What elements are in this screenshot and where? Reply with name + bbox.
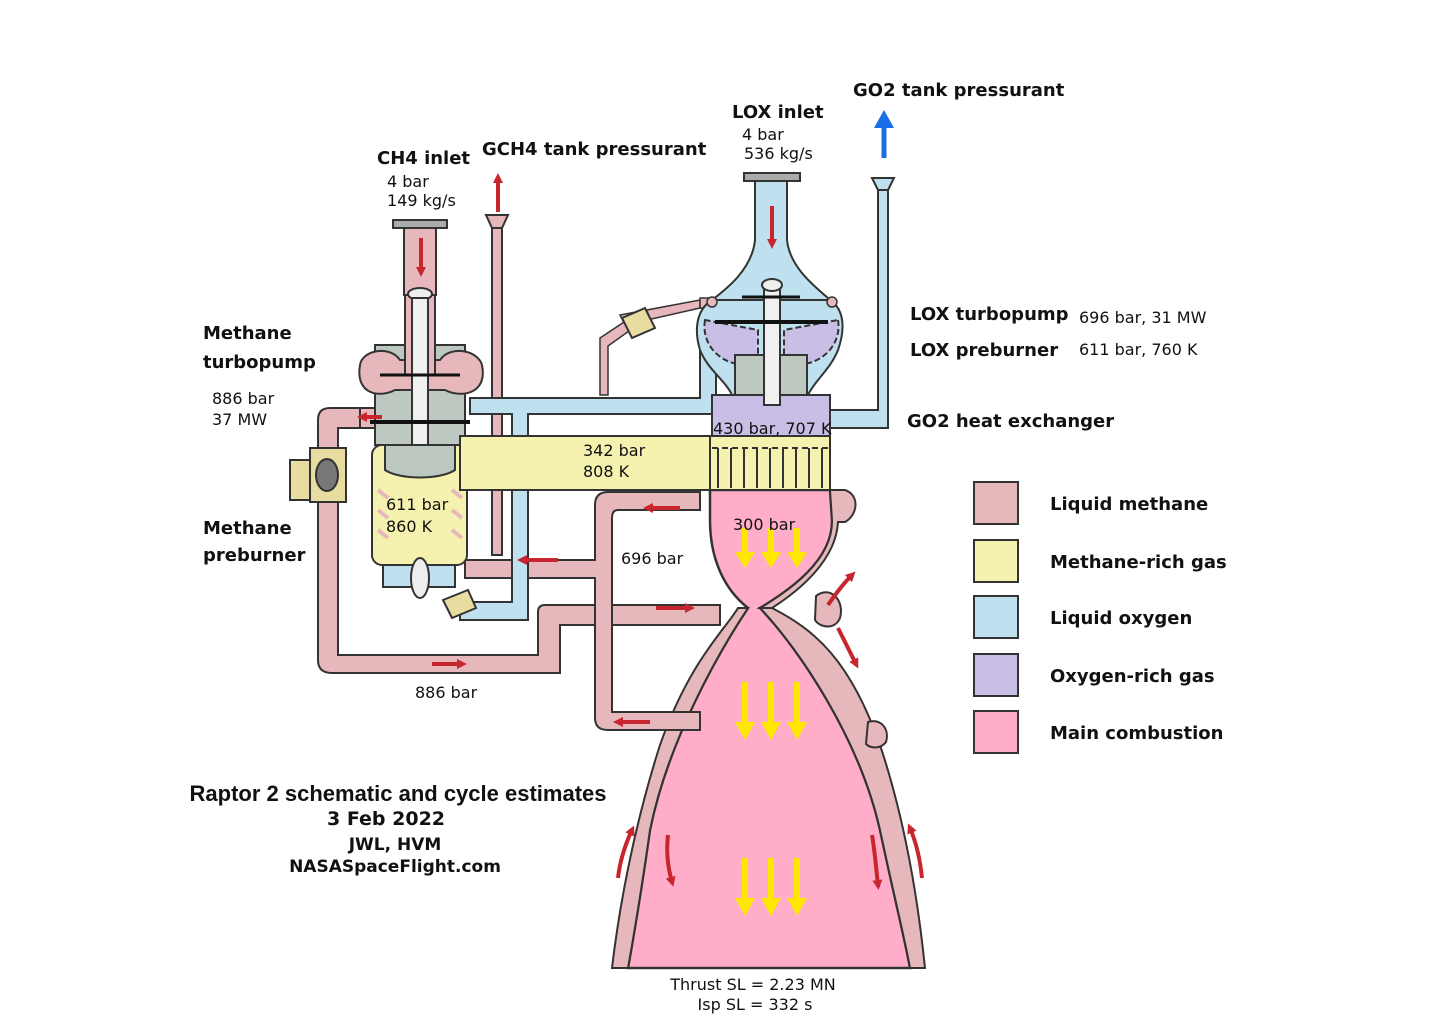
methane-main-valve [289, 447, 347, 503]
preburner-temp: 860 K [386, 517, 433, 536]
go2-arrow [874, 110, 894, 158]
caption-date: 3 Feb 2022 [327, 808, 445, 830]
lox-turbopump-label: LOX turbopump [910, 304, 1069, 325]
chamber-pressure: 300 bar [733, 515, 796, 534]
methane-preburner-label-2: preburner [203, 545, 306, 566]
preburner-pressure: 611 bar [386, 495, 449, 514]
ch4-inlet-pressure: 4 bar [387, 172, 429, 191]
mrg-duct-temp: 808 K [583, 462, 630, 481]
go2-heat-exchanger-label: GO2 heat exchanger [907, 411, 1114, 432]
methane-tp-pressure: 886 bar [212, 389, 275, 408]
lox-inlet-flow: 536 kg/s [744, 144, 813, 163]
lox-preburner-valve [620, 306, 657, 340]
lox-preburner-value: 611 bar, 760 K [1079, 340, 1198, 359]
legend-label: Main combustion [1050, 723, 1223, 744]
isp-label: Isp SL = 332 s [698, 995, 813, 1014]
nozzle-wall-left [610, 607, 750, 969]
methane-turbopump-label-2: turbopump [203, 352, 316, 373]
lox-inlet-pressure: 4 bar [742, 125, 784, 144]
thrust-label: Thrust SL = 2.23 MN [669, 975, 835, 994]
legend-label: Methane-rich gas [1050, 552, 1227, 573]
gch4-tank-label: GCH4 tank pressurant [482, 139, 707, 160]
legend-swatch [973, 653, 1019, 697]
lox-preburner-label: LOX preburner [910, 340, 1058, 361]
lox-turbine-exhaust: 430 bar, 707 K [713, 419, 832, 438]
caption-site: NASASpaceFlight.com [289, 857, 501, 877]
lower-loop-pressure: 886 bar [415, 683, 478, 702]
methane-preburner [371, 444, 478, 620]
flow-arrows [357, 173, 924, 890]
methane-turbopump-label-1: Methane [203, 323, 292, 344]
caption-title: Raptor 2 schematic and cycle estimates [190, 781, 607, 806]
go2-tank-label: GO2 tank pressurant [853, 80, 1065, 101]
legend-swatch [973, 539, 1019, 583]
legend-swatch [973, 481, 1019, 525]
methane-preburner-label-1: Methane [203, 518, 292, 539]
lox-inlet-label: LOX inlet [732, 102, 824, 123]
lox-turbopump-value: 696 bar, 31 MW [1079, 308, 1207, 327]
methane-tp-power: 37 MW [212, 410, 267, 429]
cooling-pressure: 696 bar [621, 549, 684, 568]
legend-label: Liquid oxygen [1050, 608, 1192, 629]
chamber-wall-right [756, 489, 857, 609]
legend-label: Liquid methane [1050, 494, 1208, 515]
ch4-inlet-label: CH4 inlet [377, 148, 470, 169]
legend-swatch [973, 595, 1019, 639]
ch4-inlet-flow: 149 kg/s [387, 191, 456, 210]
nozzle-manifold-upper [813, 591, 842, 628]
caption-authors: JWL, HVM [348, 835, 442, 855]
mrg-duct-pressure: 342 bar [583, 441, 646, 460]
nozzle-manifold-lower [864, 720, 888, 749]
exhaust-arrows [735, 528, 807, 916]
lox-turbopump [695, 278, 844, 437]
legend-label: Oxygen-rich gas [1050, 666, 1215, 687]
main-injector [712, 447, 830, 488]
legend-swatch [973, 710, 1019, 754]
methane-turbopump [358, 287, 484, 469]
